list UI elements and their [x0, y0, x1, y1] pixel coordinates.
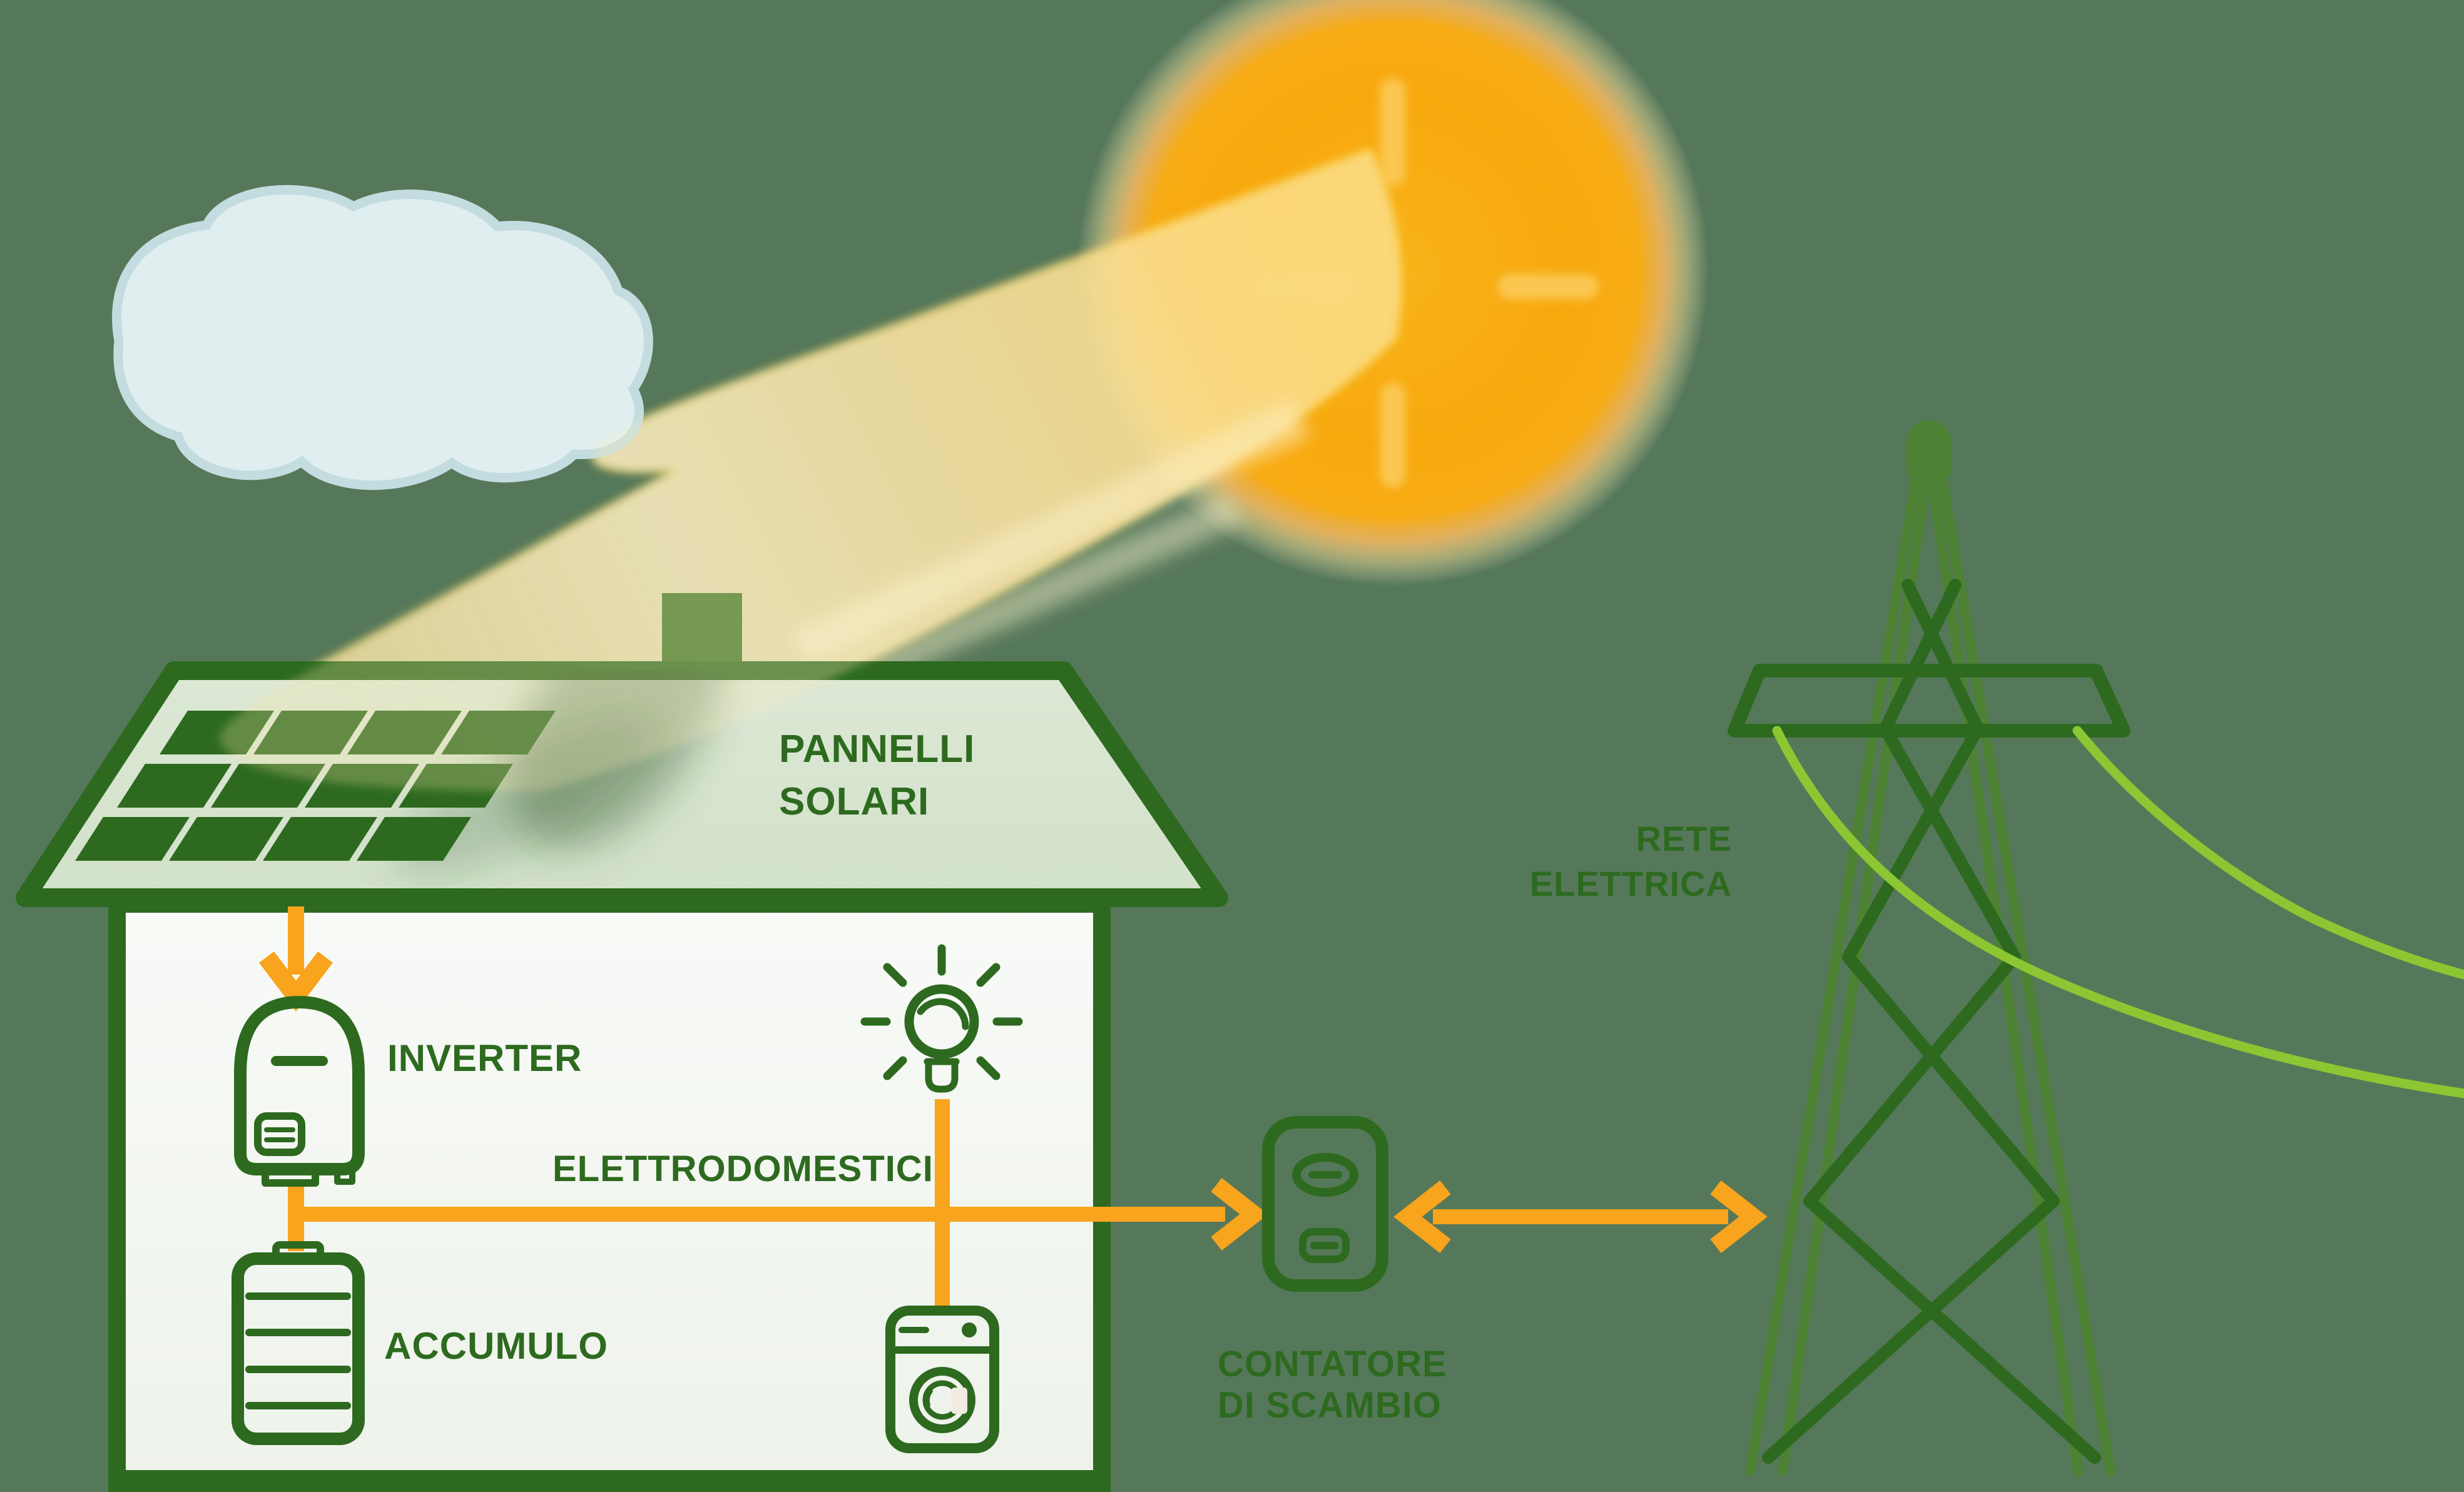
label-grid-line2: ELETTRICA [1530, 864, 1732, 903]
solar-cell [169, 817, 283, 861]
transmission-tower-icon [1728, 420, 2464, 1476]
lightbulb-icon [860, 944, 1023, 1093]
power-wire [1772, 726, 2464, 1099]
label-panels-line2: SOLARI [779, 780, 929, 823]
washing-machine-icon [885, 1306, 999, 1453]
power-wire [2072, 726, 2464, 980]
label-appliances: ELETTRODOMESTICI [552, 1149, 934, 1189]
meter-icon [1262, 1116, 1388, 1292]
label-panels-line1: PANNELLI [779, 728, 975, 771]
arrow-right-head-icon [1710, 1180, 1768, 1254]
battery-icon [232, 1241, 365, 1445]
inverter-icon [234, 996, 365, 1187]
solar-cell [75, 817, 190, 861]
label-storage: ACCUMULO [384, 1325, 608, 1367]
cloud-icon [112, 185, 653, 490]
label-meter-line1: CONTATORE [1218, 1344, 1447, 1384]
house-base [109, 1470, 1109, 1492]
arrow-down-head-icon [259, 951, 333, 1012]
label-inverter: INVERTER [387, 1037, 582, 1079]
energy-flows [259, 906, 1768, 1309]
tower-braces [1762, 579, 2101, 1464]
arrow-left-head-icon [1393, 1180, 1451, 1254]
label-grid-line1: RETE [1636, 819, 1732, 858]
bulb-rays [860, 944, 1023, 1080]
label-meter-line2: DI SCAMBIO [1218, 1385, 1442, 1426]
arrow-right-head-icon [1211, 1177, 1268, 1251]
solar-cell [117, 764, 232, 808]
solar-cell [357, 817, 471, 861]
tower-crossarm [1728, 664, 2131, 738]
solar-cell [263, 817, 377, 861]
